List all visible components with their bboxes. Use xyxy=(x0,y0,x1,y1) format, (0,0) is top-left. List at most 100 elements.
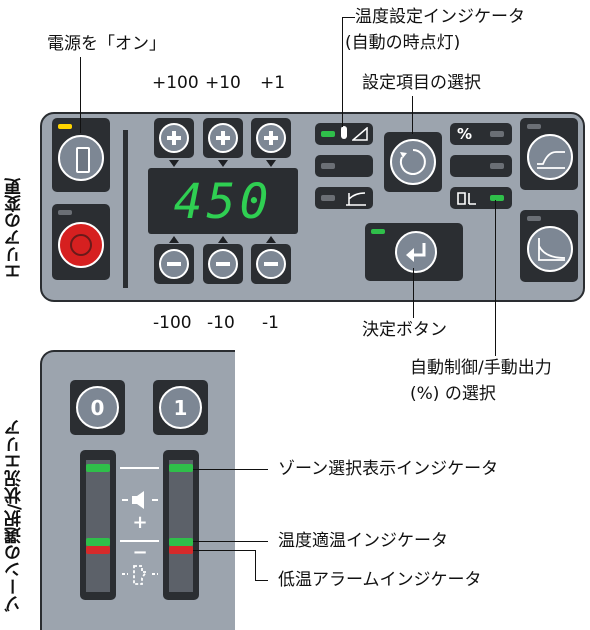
callout-temp-ok-indicator: 温度適温インジケータ xyxy=(278,531,448,551)
callout-minus-10: -10 xyxy=(207,313,235,333)
temp-setting-indicator xyxy=(315,123,373,145)
percent-led xyxy=(490,131,504,137)
leader-line xyxy=(413,268,414,318)
speaker-icon xyxy=(122,491,158,509)
sensor-icon xyxy=(122,565,158,585)
callout-plus-100: +100 xyxy=(152,73,199,93)
enter-led xyxy=(371,229,385,234)
arrow-down-icon xyxy=(266,160,276,167)
display-value: 450 xyxy=(173,174,273,230)
indicator-led-off xyxy=(321,163,335,169)
leader-line xyxy=(342,17,355,18)
standby-indicator xyxy=(315,187,373,209)
leader-line xyxy=(412,96,413,134)
select-setting-button[interactable] xyxy=(390,139,436,185)
leader-line xyxy=(255,580,268,581)
zone-1-button[interactable]: 1 xyxy=(153,380,208,435)
area-change-label: エリアの変更 xyxy=(5,178,25,280)
zone-0-track-inner xyxy=(86,460,110,592)
auto-manual-icon xyxy=(457,192,476,205)
indicator-slot-2 xyxy=(315,155,373,177)
standby-button[interactable] xyxy=(527,226,573,272)
temp-setting-led xyxy=(321,131,335,137)
enter-button[interactable] xyxy=(365,223,463,281)
callout-zone-select-indicator: ゾーン選択表示インジケータ xyxy=(278,459,499,479)
standby-curve-icon xyxy=(538,238,566,261)
minus-1-button[interactable] xyxy=(251,244,291,284)
indicator-led-off xyxy=(321,195,335,201)
arrow-up-icon xyxy=(218,236,228,243)
rotate-icon xyxy=(399,149,426,175)
legend-mid-rule xyxy=(120,540,159,542)
minus-10-button[interactable] xyxy=(203,244,243,284)
minus-icon xyxy=(256,249,286,279)
zone-1-temp-ok-led xyxy=(169,538,193,546)
plus-icon xyxy=(159,123,189,153)
callout-minus-1: -1 xyxy=(262,313,279,333)
zone-0-select-led xyxy=(86,464,110,472)
legend-top-rule xyxy=(120,467,159,469)
callout-auto-manual-2: (%) の選択 xyxy=(410,384,496,404)
boost-curve-icon xyxy=(537,151,565,169)
power-on-button[interactable] xyxy=(58,135,104,181)
zone-1-track-inner xyxy=(169,460,193,592)
plus-10-button[interactable] xyxy=(203,118,243,158)
stop-led xyxy=(58,210,72,215)
power-on-icon xyxy=(76,147,90,173)
minus-icon xyxy=(159,249,189,279)
percent-indicator: % xyxy=(450,123,512,145)
thermometer-icon xyxy=(341,126,347,139)
panel-divider xyxy=(123,130,128,288)
zone-0-button[interactable]: 0 xyxy=(70,380,125,435)
plus-1-button[interactable] xyxy=(251,118,291,158)
percent-icon: % xyxy=(457,125,473,143)
zone-1-label: 1 xyxy=(173,396,188,420)
leader-line xyxy=(495,200,496,356)
callout-temp-indicator-1: 温度設定インジケータ xyxy=(355,7,525,27)
minus-sign-icon: − xyxy=(132,542,148,563)
power-off-icon xyxy=(70,234,92,256)
callout-power-on: 電源を「オン」 xyxy=(47,34,166,54)
enter-key xyxy=(395,231,437,273)
zone-0-temp-ok-led xyxy=(86,538,110,546)
standby-button-led xyxy=(527,216,541,221)
plus-icon xyxy=(208,123,238,153)
zone-1-select-led xyxy=(169,464,193,472)
arrow-up-icon xyxy=(169,236,179,243)
zone-0-label: 0 xyxy=(90,396,105,420)
plus-icon xyxy=(256,123,286,153)
callout-plus-1: +1 xyxy=(260,73,286,93)
plus-sign-icon: + xyxy=(132,512,148,533)
leader-line xyxy=(80,57,81,133)
power-led-yellow xyxy=(58,124,72,129)
zone-0-low-alarm-led xyxy=(86,546,110,554)
minus-100-button[interactable] xyxy=(154,244,194,284)
indicator-led-off xyxy=(490,163,504,169)
power-off-button[interactable] xyxy=(58,222,104,268)
arrow-down-icon xyxy=(218,160,228,167)
arrow-down-icon xyxy=(169,160,179,167)
callout-minus-100: -100 xyxy=(153,313,192,333)
leader-line xyxy=(193,541,268,542)
standby-curve-icon xyxy=(346,192,366,206)
auto-manual-indicator xyxy=(450,187,512,209)
callout-plus-10: +10 xyxy=(205,73,241,93)
lcd-display: 450 xyxy=(148,168,298,234)
zone-1-key: 1 xyxy=(159,386,202,429)
zone-1-low-alarm-led xyxy=(169,546,193,554)
zone-area-label: ゾーンの選択/状況エリア xyxy=(5,418,25,612)
callout-enter-button: 決定ボタン xyxy=(362,320,447,340)
minus-icon xyxy=(208,249,238,279)
leader-line xyxy=(255,550,256,580)
callout-auto-manual-1: 自動制御/手動出力 xyxy=(410,358,552,378)
leader-line xyxy=(342,17,343,127)
indicator-slot-right-2 xyxy=(450,155,512,177)
callout-temp-indicator-2: (自動の時点灯) xyxy=(345,33,461,53)
leader-line xyxy=(193,469,268,470)
plus-100-button[interactable] xyxy=(154,118,194,158)
leader-line xyxy=(193,550,255,551)
callout-select-setting: 設定項目の選択 xyxy=(362,73,481,93)
enter-arrow-icon xyxy=(406,243,426,262)
ramp-icon xyxy=(352,127,368,141)
boost-button[interactable] xyxy=(527,134,573,180)
